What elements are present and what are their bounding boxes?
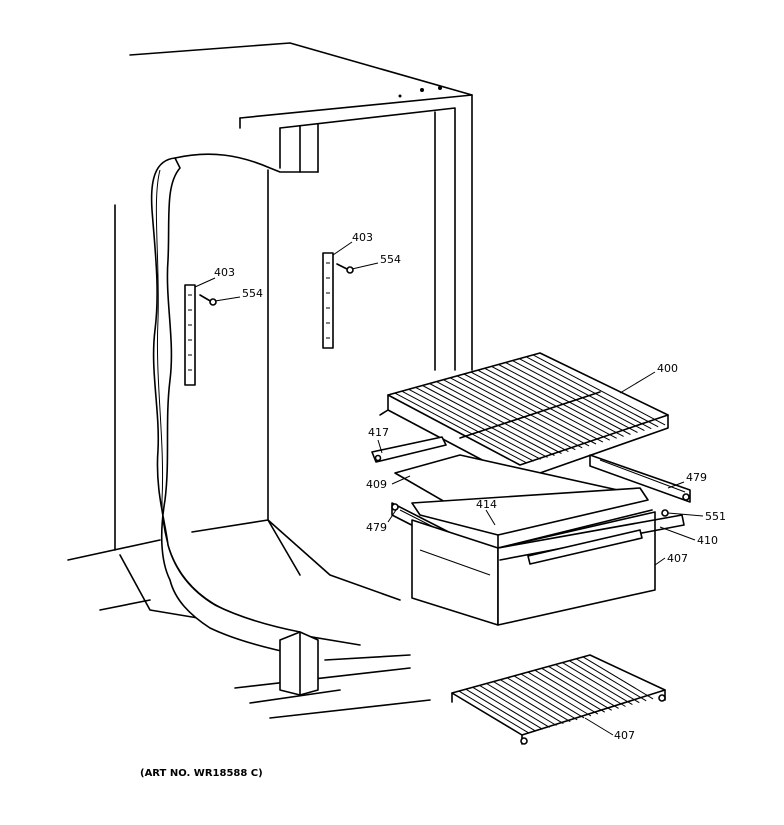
stop-screw xyxy=(661,509,669,517)
callout-554-left: 554 xyxy=(242,287,263,300)
callout-407-lower-shelf: 407 xyxy=(614,729,635,742)
callout-409: 409 xyxy=(366,478,387,491)
screw-right xyxy=(336,263,354,274)
wire-shelf-upper xyxy=(379,352,669,481)
callout-403-right: 403 xyxy=(352,231,373,244)
crisper-pan xyxy=(411,511,685,626)
callout-417: 417 xyxy=(368,426,389,439)
screw-left xyxy=(199,294,217,306)
art-number-caption: (ART NO. WR18588 C) xyxy=(140,768,263,779)
callout-410: 410 xyxy=(697,534,718,547)
shelf-support-right xyxy=(322,252,334,349)
slide-left-top xyxy=(371,436,447,463)
leader-lines xyxy=(194,241,704,736)
shelf-support-left xyxy=(184,284,196,386)
callout-403-left: 403 xyxy=(214,266,235,279)
callout-400: 400 xyxy=(657,362,678,375)
callout-551: 551 xyxy=(705,510,726,523)
refrigerator-cabinet xyxy=(67,42,473,719)
callout-479-left: 479 xyxy=(366,521,387,534)
callout-479-right: 479 xyxy=(686,471,707,484)
callout-labels: 403 554 403 554 400 417 409 479 414 551 … xyxy=(214,231,726,742)
callout-407-crisper: 407 xyxy=(667,552,688,565)
callout-554-right: 554 xyxy=(380,253,401,266)
callout-414: 414 xyxy=(476,498,497,511)
wire-shelf-lower xyxy=(451,654,666,745)
